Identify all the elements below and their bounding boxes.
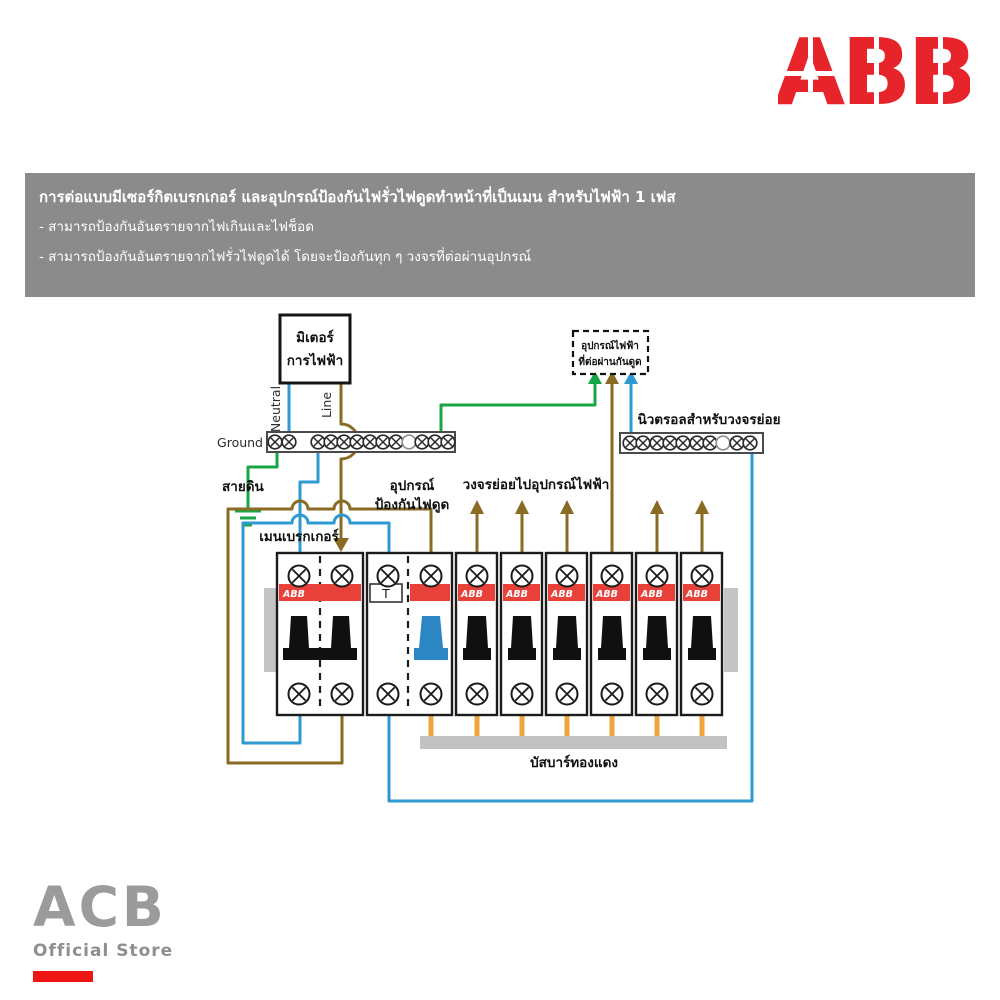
abb-logo-slit [874, 24, 879, 118]
neutral-loop-main-to-rcd [241, 513, 391, 745]
branch-circuits-label: วงจรย่อยไปอุปกรณ์ไฟฟ้า [463, 476, 610, 493]
branch-breaker-3: ABB [544, 551, 589, 717]
din-rail-right [724, 588, 738, 672]
rcd-breaker: T [365, 551, 454, 717]
store-name: ACB [33, 875, 167, 939]
branch-breaker-1: ABB [454, 551, 499, 717]
abb-logo: ABB [778, 24, 970, 118]
rcd-label-2: ป้องกันไฟดูด [375, 496, 450, 513]
info-banner: การต่อแบบมีเซอร์กิตเบรกเกอร์ และอุปกรณ์ป… [25, 173, 975, 297]
svg-text:ABB: ABB [550, 589, 573, 600]
meter-label-2: การไฟฟ้า [287, 352, 344, 369]
appliance-label-2: ที่ต่อผ่านกันดูด [578, 354, 641, 369]
banner-title: การต่อแบบมีเซอร์กิตเบรกเกอร์ และอุปกรณ์ป… [39, 188, 676, 206]
line-label: Line [319, 392, 334, 418]
svg-text:ABB: ABB [685, 589, 708, 600]
banner-bullet-2: - สามารถป้องกันอันตรายจากไฟรั่วไฟดูดได้ … [39, 248, 532, 265]
acb-store-logo: ACB Official Store [33, 880, 173, 982]
main-breaker-brand: ABB [282, 589, 305, 600]
green-arrowhead [588, 371, 602, 384]
branch-breaker-6: ABB [679, 551, 724, 717]
ground-bar [266, 431, 456, 453]
branch-breaker-4: ABB [589, 551, 634, 717]
blue-arrowhead [624, 371, 638, 384]
svg-text:ABB: ABB [640, 589, 663, 600]
main-breaker: ABB [275, 551, 365, 717]
store-red-bar [33, 971, 93, 982]
brown-arrowhead [605, 371, 619, 384]
din-rail-left [264, 588, 278, 672]
earth-wire-label: สายดิน [222, 479, 264, 495]
svg-text:ABB: ABB [505, 589, 528, 600]
svg-text:ABB: ABB [460, 589, 483, 600]
copper-busbar [420, 736, 727, 749]
neutral-label: Neutral [268, 386, 283, 432]
earth-wire [246, 452, 279, 511]
line-loop-main-to-rcd [226, 499, 433, 765]
earth-symbol [235, 509, 261, 527]
branch-neutral-bar [619, 432, 764, 454]
ground-wire-to-appliance [439, 382, 597, 432]
banner-bullet-1: - สามารถป้องกันอันตรายจากไฟเกินและไฟช็อด [39, 218, 315, 235]
neutral-bar-label: นิวตรอลสำหรับวงจรย่อย [637, 412, 780, 428]
rcd-test-button: T [381, 586, 390, 601]
electric-meter-box [278, 313, 352, 385]
line-arrowhead [333, 538, 349, 552]
branch-breaker-5: ABB [634, 551, 679, 717]
neutral-wire-to-main [298, 452, 320, 553]
neutral-return-to-bar [387, 453, 754, 803]
branch-breaker-2: ABB [499, 551, 544, 717]
busbar-label: บัสบาร์ทองแดง [530, 754, 618, 771]
ground-label: Ground [217, 435, 263, 450]
busbar-drop-wires [428, 715, 705, 737]
rcd-label-1: อุปกรณ์ [390, 477, 435, 494]
meter-label-1: มิเตอร์ [296, 329, 334, 346]
svg-text:ABB: ABB [595, 589, 618, 600]
abb-logo-slit [780, 71, 840, 76]
branch-circuit-arrows [470, 500, 709, 553]
abb-logo-slit [938, 24, 943, 118]
store-subtitle: Official Store [33, 941, 174, 961]
appliance-label-1: อุปกรณ์ไฟฟ้า [581, 339, 639, 352]
main-breaker-label: เมนเบรกเกอร์ [259, 528, 339, 545]
appliance-dashed-box [571, 329, 650, 376]
